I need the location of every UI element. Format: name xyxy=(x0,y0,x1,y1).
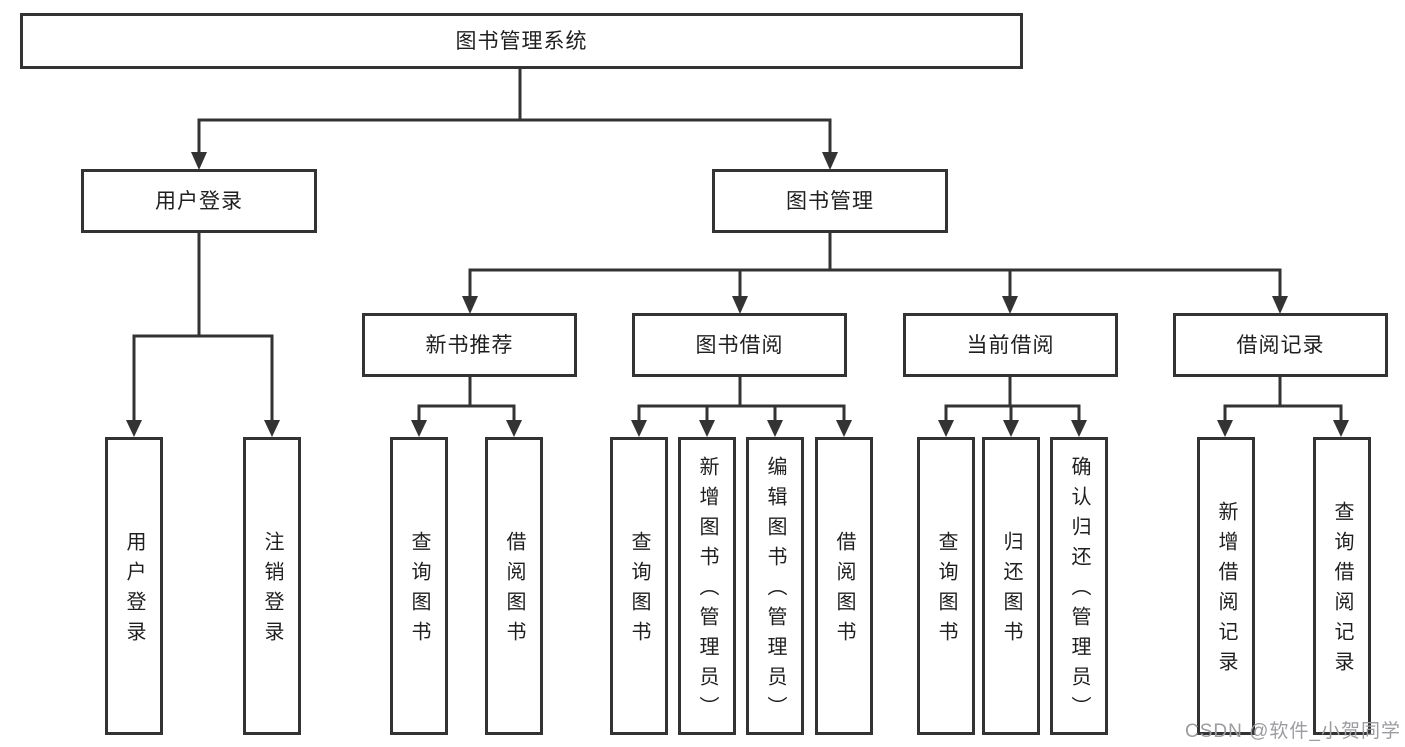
arrow-icon xyxy=(1002,296,1018,314)
leaf-logout: 注销登录 xyxy=(243,437,301,735)
leaf-br-query-record-label: 查询借阅记录 xyxy=(1331,501,1353,681)
leaf-logout-label: 注销登录 xyxy=(261,531,283,651)
leaf-cb-query-books-label: 查询图书 xyxy=(935,531,957,651)
node-current-borrow: 当前借阅 xyxy=(903,313,1118,377)
node-book-borrow: 图书借阅 xyxy=(632,313,847,377)
node-current-borrow-label: 当前借阅 xyxy=(966,333,1055,357)
arrow-icon xyxy=(411,420,427,437)
leaf-br-add-record: 新增借阅记录 xyxy=(1197,437,1255,735)
leaf-nbr-borrow-books-label: 借阅图书 xyxy=(503,531,525,651)
leaf-bb-query-books: 查询图书 xyxy=(610,437,668,735)
leaf-bb-edit-books-admin-label: 编辑图书（管理员） xyxy=(764,456,786,726)
node-new-book-recommend: 新书推荐 xyxy=(362,313,577,377)
node-user-login: 用户登录 xyxy=(81,169,317,233)
csdn-watermark: CSDN @软件_小贺同学 xyxy=(1185,721,1401,742)
arrow-icon xyxy=(264,420,280,437)
arrow-icon xyxy=(506,420,522,437)
node-root-label: 图书管理系统 xyxy=(455,29,588,53)
leaf-bb-add-books-admin-label: 新增图书（管理员） xyxy=(696,456,718,726)
leaf-bb-add-books-admin: 新增图书（管理员） xyxy=(678,437,736,735)
leaf-bb-borrow-books: 借阅图书 xyxy=(815,437,873,735)
node-new-book-recommend-label: 新书推荐 xyxy=(425,333,514,357)
arrow-icon xyxy=(126,420,142,437)
arrow-icon xyxy=(1272,296,1288,314)
leaf-bb-edit-books-admin: 编辑图书（管理员） xyxy=(746,437,804,735)
arrow-icon xyxy=(732,296,748,314)
node-borrow-records: 借阅记录 xyxy=(1173,313,1388,377)
leaf-bb-query-books-label: 查询图书 xyxy=(628,531,650,651)
arrow-icon xyxy=(631,420,647,437)
leaf-user-login-label: 用户登录 xyxy=(123,531,145,651)
arrow-icon xyxy=(836,420,852,437)
leaf-br-add-record-label: 新增借阅记录 xyxy=(1215,501,1237,681)
arrow-icon xyxy=(1333,420,1349,437)
node-borrow-records-label: 借阅记录 xyxy=(1236,333,1325,357)
node-book-borrow-label: 图书借阅 xyxy=(695,333,784,357)
leaf-nbr-query-books-label: 查询图书 xyxy=(408,531,430,651)
arrow-icon xyxy=(822,152,838,170)
node-book-management: 图书管理 xyxy=(712,169,948,233)
arrow-icon xyxy=(1217,420,1233,437)
leaf-nbr-query-books: 查询图书 xyxy=(390,437,448,735)
arrow-icon xyxy=(1071,420,1087,437)
node-book-management-label: 图书管理 xyxy=(786,189,874,213)
arrow-icon xyxy=(1003,420,1019,437)
arrow-icon xyxy=(191,152,207,170)
arrow-icon xyxy=(699,420,715,437)
leaf-cb-return-books: 归还图书 xyxy=(982,437,1040,735)
leaf-user-login: 用户登录 xyxy=(105,437,163,735)
leaf-cb-confirm-return-admin: 确认归还（管理员） xyxy=(1050,437,1108,735)
leaf-cb-return-books-label: 归还图书 xyxy=(1000,531,1022,651)
node-root: 图书管理系统 xyxy=(20,13,1023,69)
node-user-login-label: 用户登录 xyxy=(155,189,243,213)
leaf-cb-query-books: 查询图书 xyxy=(917,437,975,735)
leaf-nbr-borrow-books: 借阅图书 xyxy=(485,437,543,735)
arrow-icon xyxy=(462,296,478,314)
leaf-cb-confirm-return-admin-label: 确认归还（管理员） xyxy=(1068,456,1090,726)
arrow-icon xyxy=(767,420,783,437)
leaf-bb-borrow-books-label: 借阅图书 xyxy=(833,531,855,651)
arrow-icon xyxy=(938,420,954,437)
leaf-br-query-record: 查询借阅记录 xyxy=(1313,437,1371,735)
